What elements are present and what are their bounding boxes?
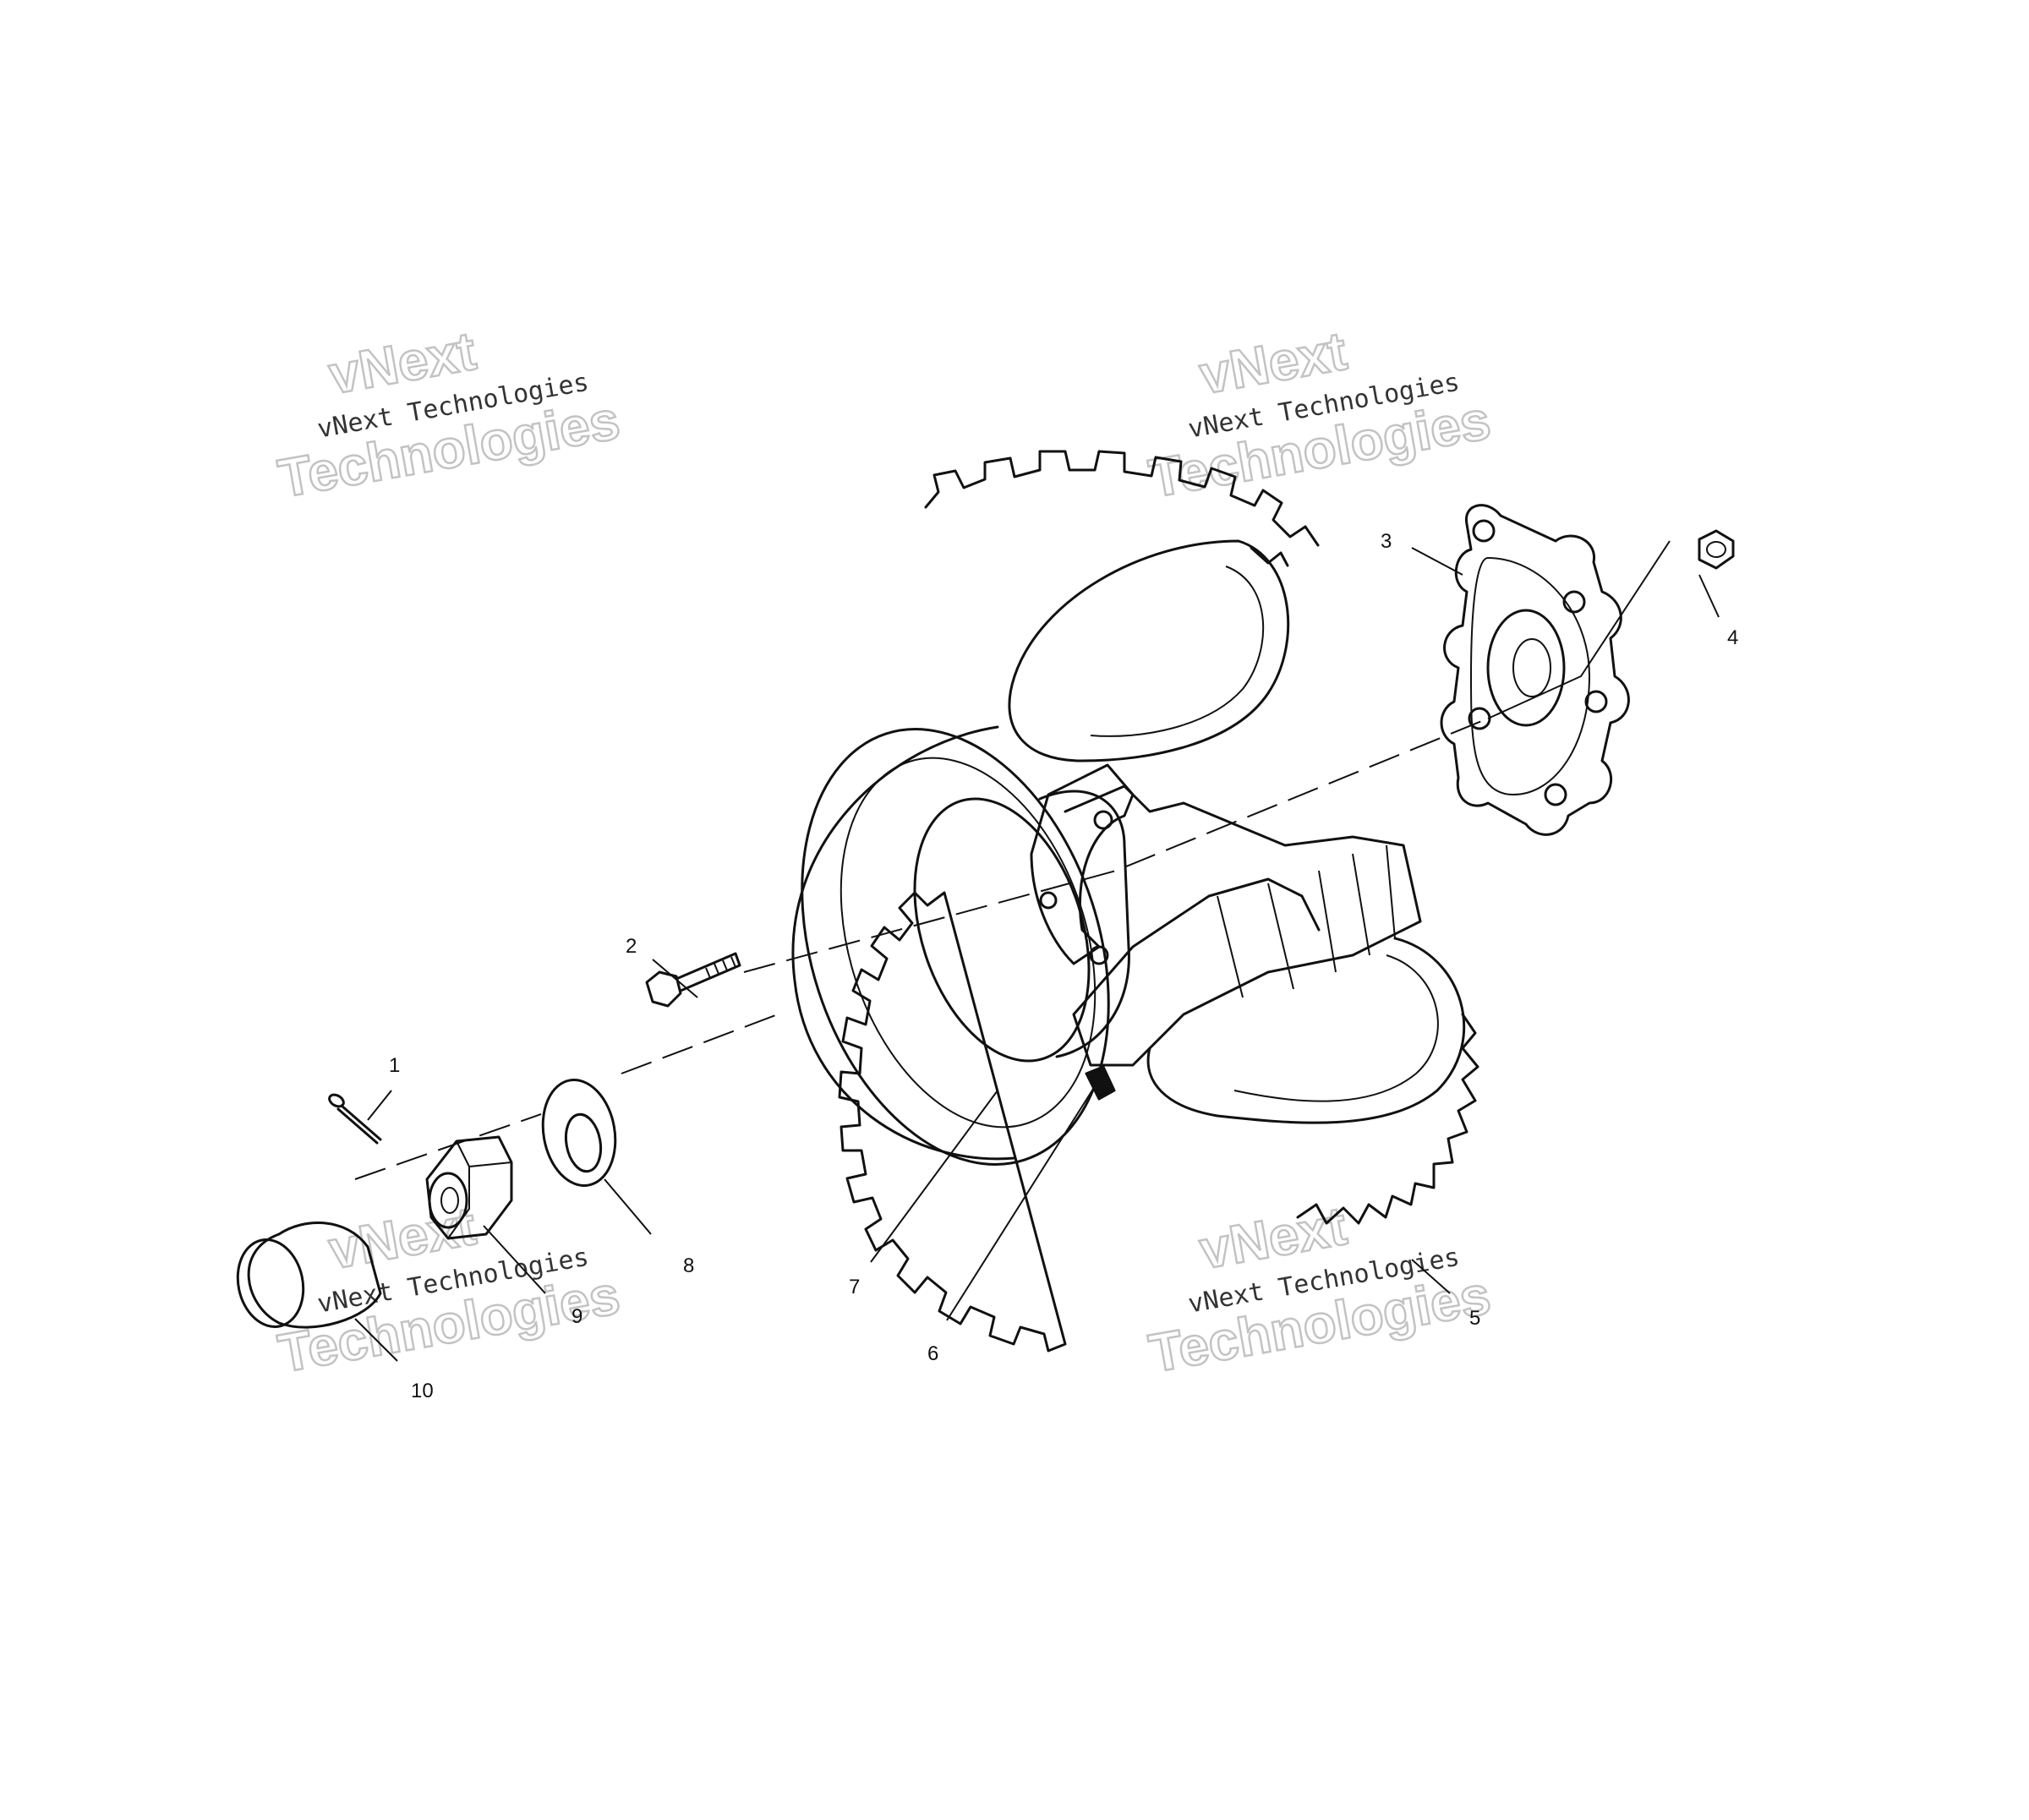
callout-6: 6 [927, 1342, 938, 1365]
rim-bolt-hole-low [1089, 945, 1109, 965]
rim-barrel [1038, 790, 1130, 1058]
bolt [645, 952, 741, 1008]
washer [541, 1079, 617, 1187]
leader-3 [1411, 547, 1463, 576]
hub-stud-hole-5 [1544, 783, 1567, 806]
tire-bead-lower [1146, 937, 1466, 1124]
dust-cap [236, 1222, 382, 1329]
callout-5: 5 [1469, 1307, 1480, 1330]
leader-2 [652, 959, 698, 998]
callout-2: 2 [626, 935, 637, 958]
hub-center-boss [1486, 609, 1566, 727]
hub-outer-flange [1440, 504, 1630, 836]
hub-stud-hole-1 [1472, 519, 1496, 543]
tire-outer-sidewall [791, 725, 1016, 1161]
rim-barrel-band [1064, 784, 1422, 1067]
tire-bead-upper-inner [1090, 566, 1265, 737]
watermark-top-left: vNext vNext Technologies Technologies [273, 319, 626, 510]
leader-10 [354, 1318, 398, 1362]
callout-numbers: 1 2 3 4 5 6 7 8 9 10 [389, 530, 1738, 1402]
callout-4: 4 [1727, 626, 1738, 649]
leader-7 [870, 1090, 998, 1263]
watermark-top-right: vNext vNext Technologies Technologies [1144, 319, 1496, 510]
lug-nut [1698, 529, 1735, 570]
callout-8: 8 [683, 1254, 694, 1277]
leader-8 [604, 1178, 652, 1235]
hub-stud-hole-2 [1562, 590, 1586, 614]
tire-tread-outline [838, 450, 1320, 1353]
rim-outer-flange [801, 728, 1110, 1166]
watermark-bottom-right: vNext vNext Technologies Technologies [1144, 1194, 1496, 1385]
rim-barrel-ribs [1217, 844, 1396, 998]
leader-1 [367, 1090, 392, 1121]
leader-9 [483, 1225, 546, 1294]
rim [801, 728, 1422, 1166]
hub-stud-hole-4 [1584, 690, 1608, 713]
assembly-axis-lower [621, 1014, 779, 1074]
assembly-axis-hub-link [1487, 540, 1671, 719]
tire-tread-right [1250, 546, 1479, 1225]
hub-center-bore [1512, 638, 1551, 697]
rim-center-disc [913, 797, 1091, 1063]
assembly-axis-upper [743, 718, 1489, 973]
callout-10: 10 [411, 1380, 434, 1402]
castle-nut [425, 1135, 513, 1240]
callout-3: 3 [1381, 530, 1392, 553]
leader-4 [1698, 574, 1720, 618]
leader-5 [1411, 1259, 1451, 1294]
wheel-hub [1440, 504, 1630, 836]
callout-1: 1 [389, 1054, 400, 1077]
cotter-pin [328, 1093, 382, 1145]
tire-bead-upper [1008, 539, 1290, 762]
leader-6 [946, 1085, 1096, 1321]
callout-9: 9 [572, 1305, 582, 1328]
leader-lines [354, 547, 1720, 1362]
assembly-axis-left [354, 1113, 542, 1180]
hub-stud-hole-3 [1468, 707, 1491, 730]
hub-inner-face [1469, 556, 1591, 796]
callout-7: 7 [849, 1276, 860, 1298]
rim-hub-face [1030, 763, 1135, 965]
rim-bolt-hole-top [1093, 810, 1113, 830]
rim-bolt-hole-mid [1039, 891, 1058, 910]
tire [791, 450, 1479, 1353]
tire-bead-lower-inner [1233, 954, 1439, 1102]
valve-stem [1085, 1065, 1116, 1101]
